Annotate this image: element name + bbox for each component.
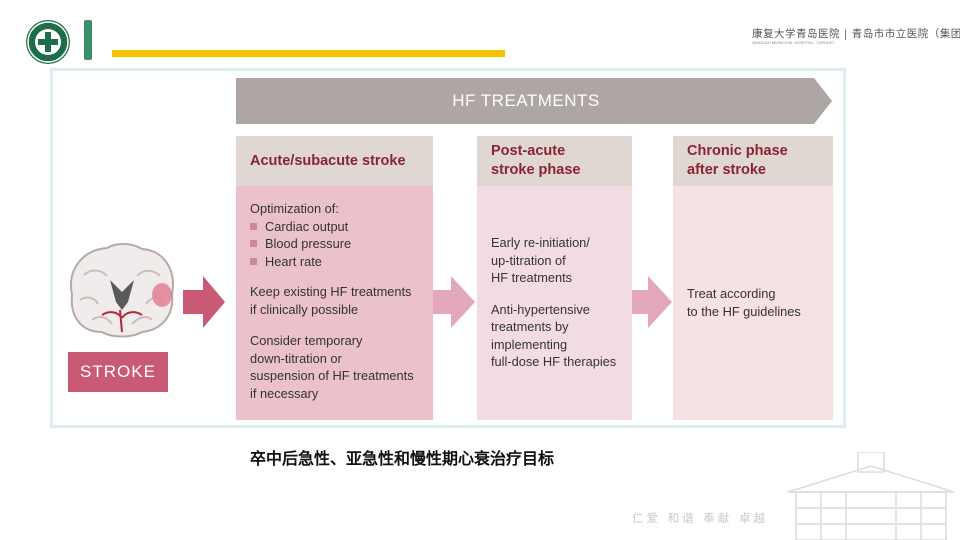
bullet-square-icon xyxy=(250,240,257,248)
banner-arrow xyxy=(236,78,832,124)
paragraph: Consider temporary down-titration or sus… xyxy=(250,332,430,402)
stroke-arrow xyxy=(183,276,225,328)
paragraph-line: to the HF guidelines xyxy=(687,303,801,319)
paragraph-line: Consider temporary xyxy=(250,333,363,348)
acute-phase-text: Optimization of: Cardiac output Blood pr… xyxy=(250,200,430,402)
heading-line: stroke phase xyxy=(491,162,581,178)
list-item: Heart rate xyxy=(250,253,430,271)
hospital-name: 康复大学青岛医院 | 青岛市市立医院（集团） xyxy=(752,28,960,40)
acute-phase-title: Acute/subacute stroke xyxy=(250,153,406,169)
chronic-phase-heading: Chronic phase after stroke xyxy=(673,136,833,186)
acute-phase-heading: Acute/subacute stroke xyxy=(236,136,433,186)
accent-bar xyxy=(84,20,92,60)
bullet-text: Heart rate xyxy=(265,253,322,269)
paragraph-line: Treat according xyxy=(687,286,776,301)
bullet-square-icon xyxy=(250,257,257,265)
title-underline xyxy=(112,50,505,57)
paragraph-line: implementing xyxy=(491,336,568,352)
acute-phase-body xyxy=(236,186,433,420)
heading-line: after stroke xyxy=(687,162,766,178)
heading-line: Chronic phase xyxy=(687,143,788,159)
paragraph-line: down-titration or xyxy=(250,350,342,366)
phase-arrow xyxy=(632,276,672,328)
post-acute-phase-heading: Post-acute stroke phase xyxy=(477,136,632,186)
paragraph: Keep existing HF treatments if clinicall… xyxy=(250,283,430,318)
post-acute-phase-text: Early re-initiation/ up-titration of HF … xyxy=(491,234,636,371)
paragraph: Early re-initiation/ up-titration of HF … xyxy=(491,234,636,287)
bullet-text: Cardiac output xyxy=(265,218,349,234)
paragraph-line: HF treatments xyxy=(491,270,573,285)
paragraph-line: full-dose HF therapies xyxy=(491,354,617,369)
phase-arrow xyxy=(433,276,475,328)
paragraph: Anti-hypertensive treatments by implemen… xyxy=(491,301,636,371)
bullet-text: Blood pressure xyxy=(265,236,352,251)
optimization-intro: Optimization of: xyxy=(250,201,339,216)
bullet-square-icon xyxy=(250,222,257,230)
post-acute-phase-body xyxy=(477,186,632,420)
paragraph-line: if clinically possible xyxy=(250,301,359,317)
paragraph-line: Early re-initiation/ xyxy=(491,235,590,250)
chronic-phase-body xyxy=(673,186,833,420)
hospital-name-en: QINGDAO MUNICIPAL HOSPITAL（GROUP） xyxy=(752,40,837,45)
paragraph-line: if necessary xyxy=(250,385,319,401)
chronic-phase-text: Treat according to the HF guidelines xyxy=(687,285,832,320)
banner-title: HF TREATMENTS xyxy=(452,91,600,110)
heading-line: Post-acute xyxy=(491,143,566,159)
paragraph-line: treatments by xyxy=(491,319,569,334)
hospital-building-watermark xyxy=(787,452,955,540)
paragraph-line: suspension of HF treatments xyxy=(250,368,414,383)
stroke-label: STROKE xyxy=(68,352,168,392)
list-item: Blood pressure xyxy=(250,235,430,253)
list-item: Cardiac output xyxy=(250,218,430,236)
brain-illustration xyxy=(70,243,174,338)
paragraph-line: Keep existing HF treatments xyxy=(250,284,412,299)
paragraph-line: Anti-hypertensive xyxy=(491,301,590,317)
paragraph-line: up-titration of xyxy=(491,252,566,268)
hospital-logo xyxy=(26,20,70,64)
hospital-motto: 仁爱 和谐 奉献 卓越 xyxy=(632,511,768,525)
slide-caption: 卒中后急性、亚急性和慢性期心衰治疗目标 xyxy=(250,449,555,468)
